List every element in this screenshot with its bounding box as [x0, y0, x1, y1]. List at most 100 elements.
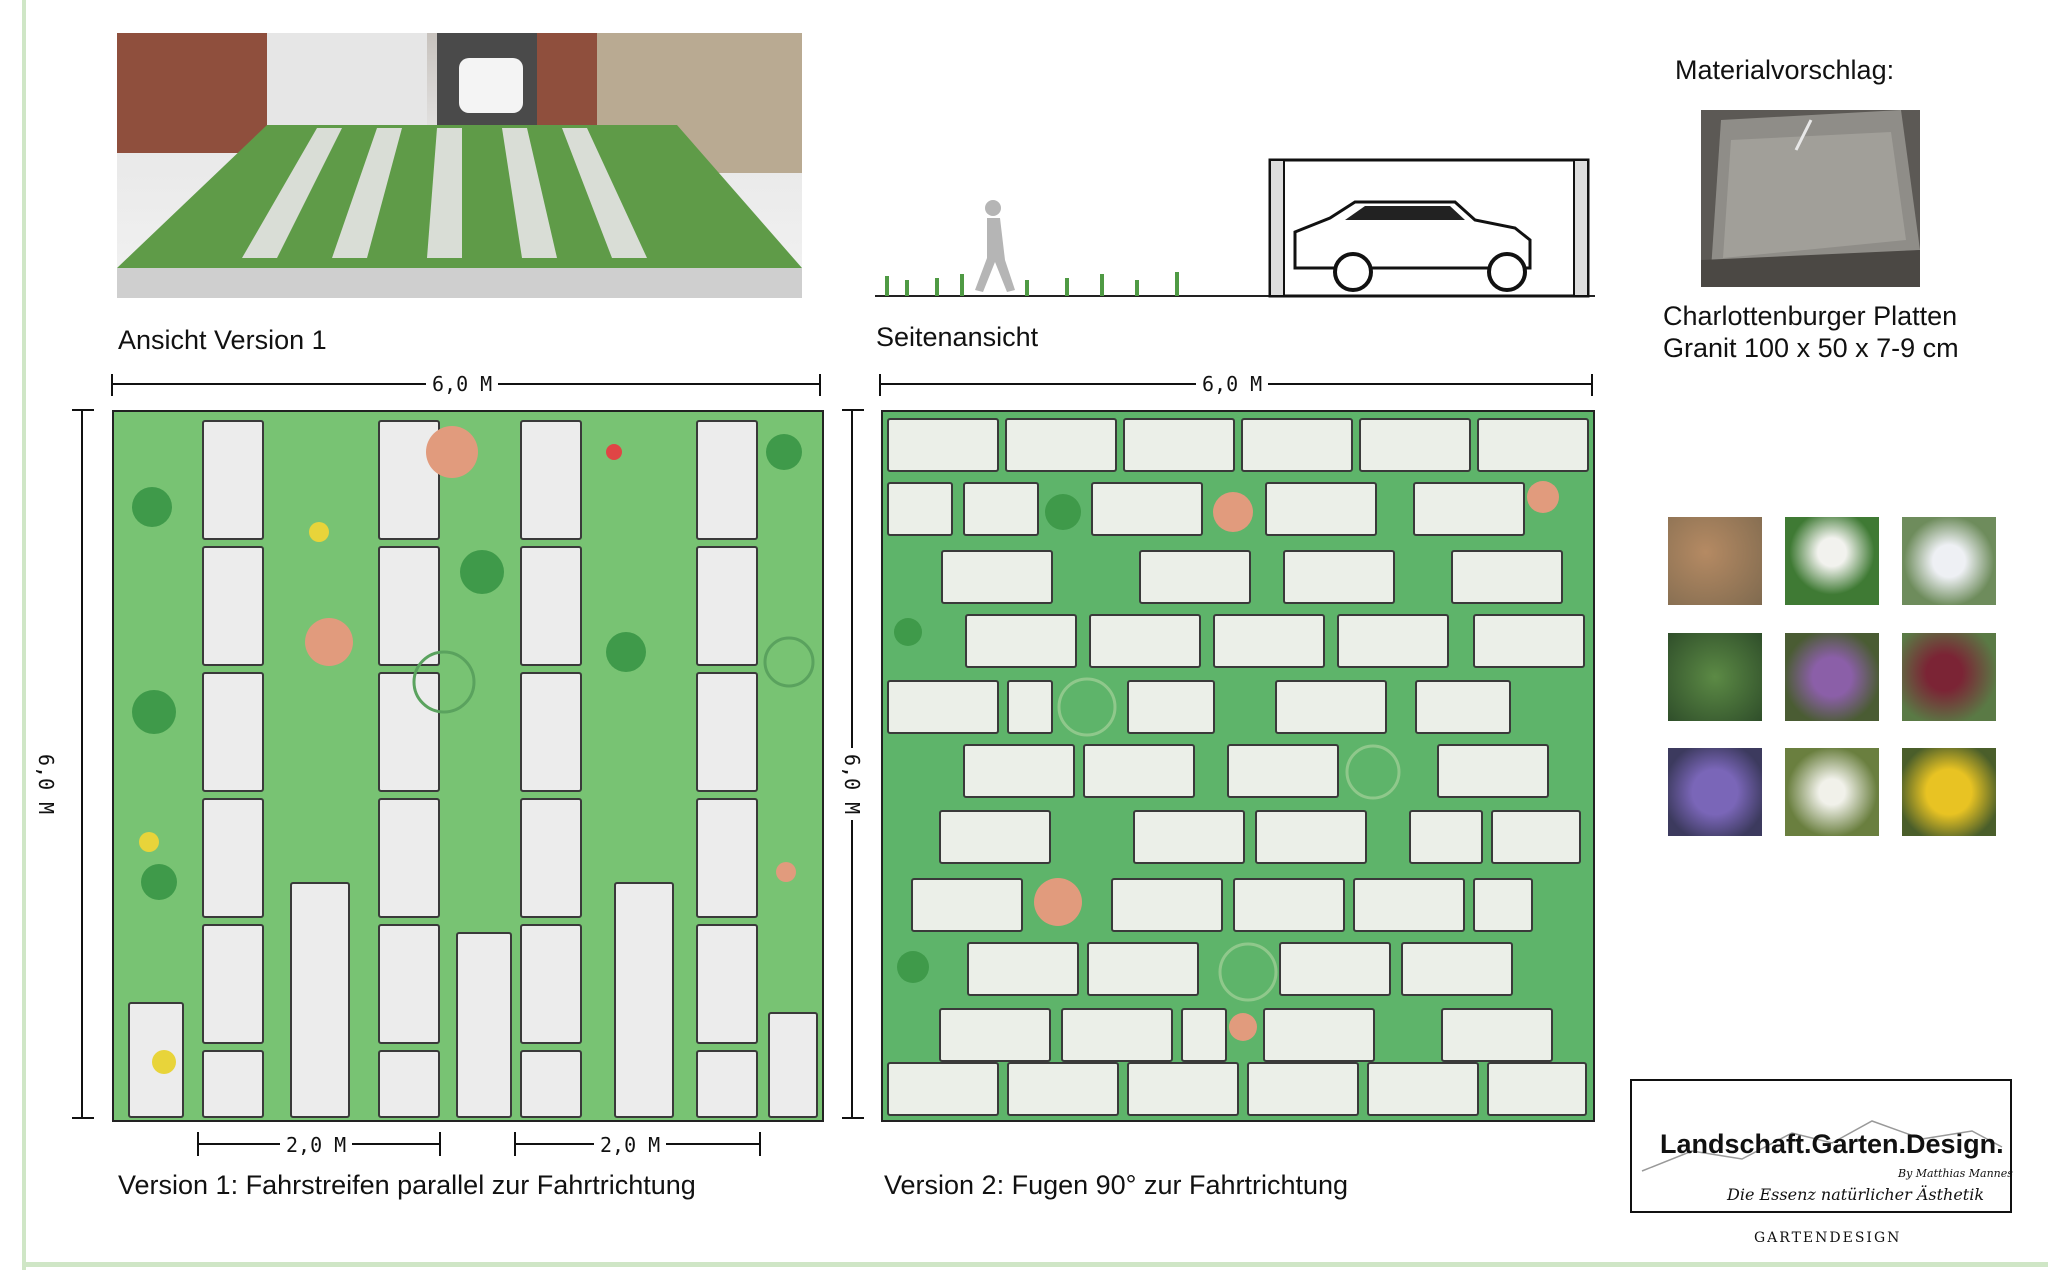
company-logo: Landschaft.Garten.Design. By Matthias Ma… — [1630, 1079, 2013, 1213]
paving-stone — [1415, 680, 1511, 734]
paving-stone — [941, 550, 1053, 604]
paving-slab — [696, 798, 758, 918]
plant-swatch-dark-red-allium — [1902, 633, 1996, 721]
front-view-photo — [117, 33, 802, 298]
paving-slab — [696, 1050, 758, 1118]
paving-slab — [378, 546, 440, 666]
paving-stone — [1083, 744, 1195, 798]
plant-swatch-yellow-bell-flowers — [1902, 748, 1996, 836]
plant-swatch-grass-seedheads — [1668, 517, 1762, 605]
paving-stone — [1005, 418, 1117, 472]
paving-stone — [1247, 1062, 1359, 1116]
paving-slab — [202, 672, 264, 792]
page-frame-left — [22, 0, 26, 1270]
paving-stone — [1353, 878, 1465, 932]
paving-slab — [202, 798, 264, 918]
paving-stone — [1265, 482, 1377, 536]
paving-stone — [911, 878, 1023, 932]
paving-stone — [1127, 1062, 1239, 1116]
paving-slab — [202, 1050, 264, 1118]
paving-stone — [1007, 1062, 1119, 1116]
paving-stone — [1127, 680, 1215, 734]
paving-slab-short — [768, 1012, 818, 1118]
paving-slab — [696, 924, 758, 1044]
material-photo — [1701, 110, 1920, 287]
version2-caption: Version 2: Fugen 90° zur Fahrtrichtung — [884, 1170, 1349, 1200]
side-view-drawing — [875, 158, 1595, 298]
paving-slab — [520, 546, 582, 666]
plant-swatch-purple-salvia — [1785, 633, 1879, 721]
paving-slab — [378, 798, 440, 918]
paving-stone — [1255, 810, 1367, 864]
paving-stone — [887, 482, 953, 536]
paving-stone — [1437, 744, 1549, 798]
logo-by: By Matthias Mannes — [1898, 1167, 2013, 1180]
paving-stone — [1491, 810, 1581, 864]
paving-stone — [1233, 878, 1345, 932]
paving-stone — [1091, 482, 1203, 536]
material-description: Charlottenburger Platten Granit 100 x 50… — [1663, 300, 1959, 364]
paving-stone — [1337, 614, 1449, 668]
paving-stone — [1061, 1008, 1173, 1062]
paving-stone — [965, 614, 1077, 668]
paving-stone — [1359, 418, 1471, 472]
paving-slab-short — [614, 882, 674, 1118]
plan2-plants — [894, 481, 1559, 1041]
paving-slab — [202, 420, 264, 540]
paving-slab — [378, 924, 440, 1044]
logo-tagline: Die Essenz natürlicher Ästhetik — [1727, 1185, 1985, 1204]
paving-stone — [939, 1008, 1051, 1062]
paving-stone — [1111, 878, 1223, 932]
paving-stone — [1473, 614, 1585, 668]
paving-stone — [963, 744, 1075, 798]
paving-stone — [1089, 614, 1201, 668]
paving-stone — [1181, 1008, 1227, 1062]
plant-swatch-white-spike-flowers — [1902, 517, 1996, 605]
paving-slab — [520, 420, 582, 540]
paving-slab — [696, 546, 758, 666]
paving-stone — [1133, 810, 1245, 864]
plant-swatch-white-daisies — [1785, 748, 1879, 836]
paving-slab — [520, 924, 582, 1044]
paving-stone — [1007, 680, 1053, 734]
paving-slab — [378, 672, 440, 792]
paving-slab-short — [456, 932, 512, 1118]
plan2-height-label: 6,0 M — [840, 748, 864, 821]
material-spec: Granit 100 x 50 x 7-9 cm — [1663, 333, 1959, 363]
paving-stone — [1123, 418, 1235, 472]
plan2-width-label: 6,0 M — [1196, 372, 1269, 396]
plan-version-1 — [112, 410, 824, 1122]
paving-slab — [202, 546, 264, 666]
paving-stone — [887, 1062, 999, 1116]
mountain-outline-icon — [1641, 1120, 2003, 1172]
front-view-caption: Ansicht Version 1 — [118, 325, 327, 355]
paving-slab — [520, 1050, 582, 1118]
paving-stone — [1451, 550, 1563, 604]
page-frame-bottom — [22, 1262, 2048, 1267]
plant-swatch-purple-aster — [1668, 748, 1762, 836]
paving-stone — [1275, 680, 1387, 734]
paving-stone — [1473, 878, 1533, 932]
paving-stone — [963, 482, 1039, 536]
paving-stone — [1441, 1008, 1553, 1062]
granite-slabs-image — [1701, 110, 1920, 287]
paving-stone — [1409, 810, 1483, 864]
paving-slab-short — [290, 882, 350, 1118]
plant-swatch-green-grass-tufts — [1668, 633, 1762, 721]
paving-stone — [1283, 550, 1395, 604]
logo-subtitle: GARTENDESIGN — [1754, 1230, 1902, 1246]
paving-stone — [1279, 942, 1391, 996]
paving-slab — [520, 672, 582, 792]
material-heading: Materialvorschlag: — [1675, 55, 1895, 85]
paving-slab — [696, 420, 758, 540]
plant-swatch-white-umbel-flowers — [1785, 517, 1879, 605]
paving-stone — [1139, 550, 1251, 604]
paving-stone — [887, 680, 999, 734]
plan1-height-label: 6,0 M — [34, 748, 58, 821]
plan-version-2 — [881, 410, 1595, 1122]
material-name: Charlottenburger Platten — [1663, 301, 1958, 331]
side-view-caption: Seitenansicht — [876, 322, 1039, 352]
paving-stone — [1367, 1062, 1479, 1116]
plan1-strip-b-label: 2,0 M — [594, 1133, 667, 1157]
logo-name: Landschaft.Garten.Design. — [1660, 1129, 2004, 1159]
